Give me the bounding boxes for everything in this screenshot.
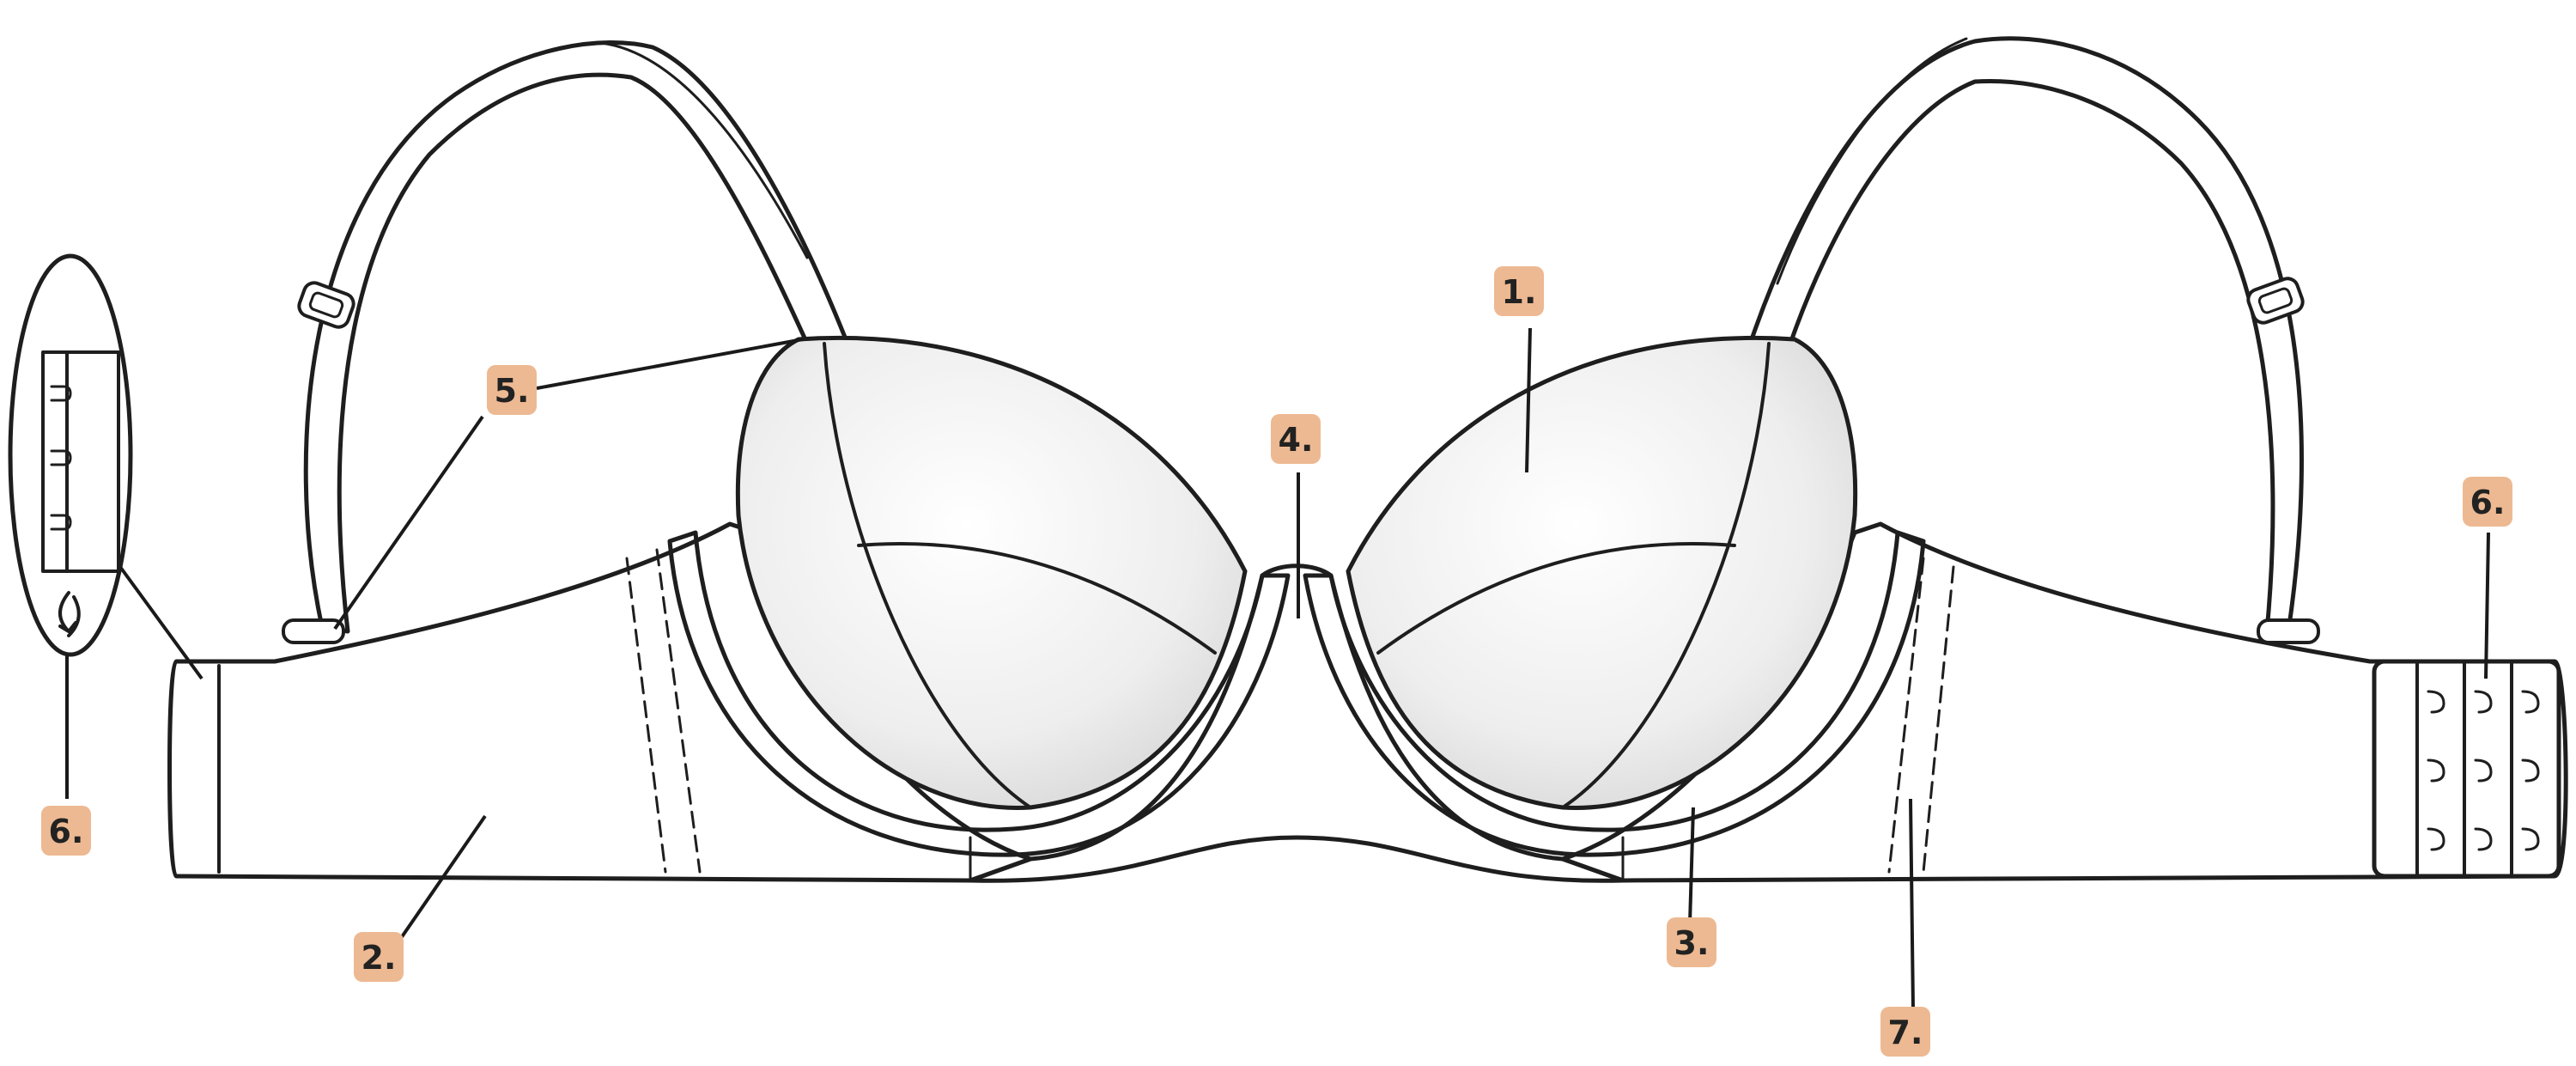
hook-and-eye-closure	[2372, 659, 2561, 879]
left-underwire	[667, 530, 1291, 857]
svg-text:7.: 7.	[1888, 1014, 1923, 1051]
right-strap-slider	[2246, 277, 2305, 325]
svg-text:1.: 1.	[1502, 273, 1537, 311]
leader-2	[398, 814, 487, 942]
svg-text:2.: 2.	[361, 939, 397, 977]
svg-text:3.: 3.	[1674, 924, 1710, 962]
leader-5a	[536, 338, 804, 390]
svg-text:4.: 4.	[1279, 421, 1314, 459]
leader-lines	[65, 327, 2490, 1010]
right-strap-ring	[2257, 618, 2320, 644]
right-cup	[1346, 335, 1858, 810]
leader-5b	[333, 415, 484, 630]
hook-detail-inset	[8, 253, 204, 680]
right-underwire	[1303, 530, 1926, 857]
svg-text:6.: 6.	[2470, 484, 2506, 521]
badge-3: 3.	[1667, 917, 1716, 967]
badge-1: 1.	[1494, 266, 1544, 316]
badge-4: 4.	[1271, 414, 1321, 464]
badge-2: 2.	[354, 932, 404, 982]
badge-6-right: 6.	[2463, 477, 2512, 527]
leader-6b	[2484, 532, 2490, 679]
left-cup	[735, 335, 1248, 810]
leader-1	[1525, 327, 1532, 473]
svg-text:5.: 5.	[495, 372, 530, 410]
svg-text:6.: 6.	[49, 813, 84, 850]
left-strap-slider	[297, 281, 355, 329]
leader-3	[1688, 807, 1695, 924]
badge-5: 5.	[487, 365, 537, 415]
badge-7: 7.	[1880, 1007, 1930, 1057]
left-strap-ring	[282, 618, 345, 644]
leader-7	[1909, 798, 1915, 1010]
badge-6-left: 6.	[41, 806, 91, 856]
